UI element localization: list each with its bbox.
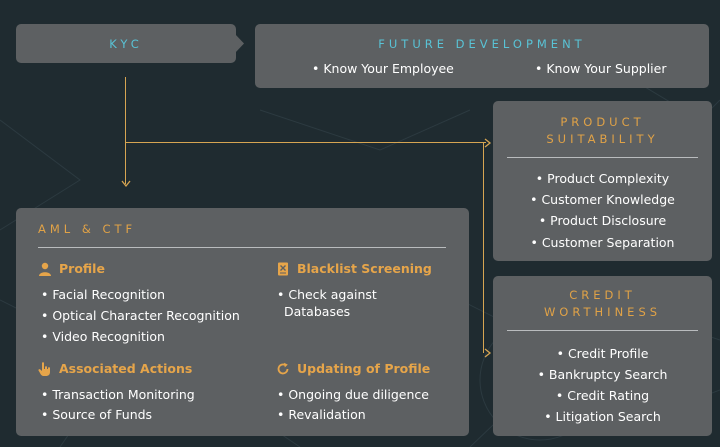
profile-item-video: • Video Recognition (41, 329, 165, 344)
blacklist-document-icon (278, 262, 288, 275)
credit-item-rating: • Credit Rating (555, 388, 650, 403)
arrowhead-to-credit (484, 348, 492, 358)
future-item-employee: • Know Your Employee (312, 61, 454, 76)
product-suitability-box: PRODUCT SUITABILITY • Product Complexity… (493, 101, 712, 261)
updating-item-revalidation: • Revalidation (277, 407, 366, 422)
blacklist-heading-label: Blacklist Screening (297, 261, 432, 276)
updating-item-diligence: • Ongoing due diligence (277, 387, 429, 402)
kyc-box: KYC (16, 24, 236, 63)
product-title-line-1: PRODUCT (560, 115, 645, 129)
pointer-hand-icon (38, 361, 50, 376)
credit-title-line-2: WORTHINESS (543, 305, 662, 319)
future-item-supplier: • Know Your Supplier (535, 61, 667, 76)
kyc-arrow-tip (235, 34, 244, 53)
actions-item-transaction: • Transaction Monitoring (41, 387, 195, 402)
product-item-separation: • Customer Separation (530, 235, 675, 250)
product-title-line-2: SUITABILITY (546, 132, 659, 146)
credit-worthiness-box: CREDIT WORTHINESS • Credit Profile • Ban… (493, 276, 712, 436)
connector-horizontal (125, 142, 486, 144)
future-development-title: FUTURE DEVELOPMENT (378, 37, 586, 51)
aml-title: AML & CTF (38, 222, 137, 236)
actions-item-funds: • Source of Funds (41, 407, 153, 422)
aml-divider (38, 247, 446, 248)
credit-divider (507, 330, 698, 331)
associated-actions-heading-label: Associated Actions (59, 361, 193, 376)
blacklist-heading: Blacklist Screening (276, 261, 432, 276)
profile-heading-label: Profile (59, 261, 105, 276)
arrowhead-to-product (484, 138, 492, 148)
updating-profile-heading: Updating of Profile (276, 361, 430, 376)
associated-actions-heading: Associated Actions (38, 361, 192, 376)
updating-profile-heading-label: Updating of Profile (297, 361, 431, 376)
kyc-title: KYC (109, 37, 143, 51)
person-icon (39, 262, 51, 276)
future-development-box: FUTURE DEVELOPMENT • Know Your Employee … (255, 24, 709, 88)
product-item-disclosure: • Product Disclosure (538, 213, 667, 228)
blacklist-item-check: • Check against (277, 287, 377, 302)
credit-item-litigation: • Litigation Search (544, 409, 661, 424)
credit-title-line-1: CREDIT (569, 288, 636, 302)
blacklist-item-databases: Databases (284, 304, 351, 319)
profile-heading: Profile (38, 261, 105, 276)
credit-item-bankruptcy: • Bankruptcy Search (537, 367, 668, 382)
profile-item-ocr: • Optical Character Recognition (41, 308, 240, 323)
credit-item-profile: • Credit Profile (556, 346, 649, 361)
refresh-icon (277, 362, 289, 374)
connector-vertical-right (483, 142, 485, 353)
product-item-knowledge: • Customer Knowledge (530, 192, 675, 207)
arrowhead-to-aml (121, 180, 131, 188)
aml-ctf-box: AML & CTF Profile • Facial Recognition •… (16, 208, 469, 436)
profile-item-facial: • Facial Recognition (41, 287, 166, 302)
connector-kyc-down (125, 77, 127, 184)
product-item-complexity: • Product Complexity (535, 171, 670, 186)
product-divider (507, 157, 698, 158)
